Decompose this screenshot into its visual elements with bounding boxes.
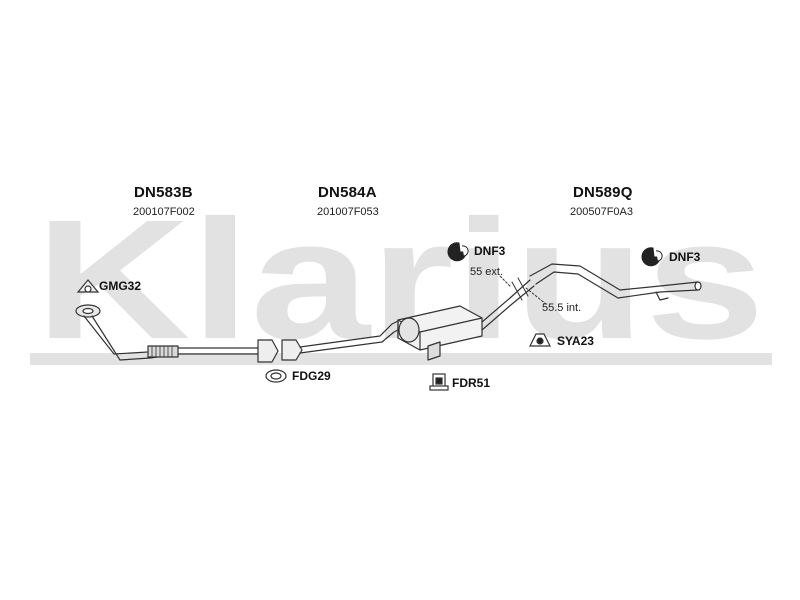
clamp-icon-left [447, 242, 469, 262]
clamp-icon-right [641, 247, 663, 267]
fdg-gasket-icon [265, 369, 287, 383]
middle-section [281, 279, 535, 361]
front-pipe [75, 304, 279, 363]
front-pipe-end-flange [257, 339, 279, 363]
flex-joint [147, 345, 179, 358]
label-sya23: SYA23 [557, 334, 594, 348]
label-gmg32: GMG32 [99, 279, 142, 293]
hanger-icon [529, 333, 551, 347]
gasket-icon [76, 279, 100, 293]
watermark-text: Klarius [35, 185, 765, 375]
section-code-dn589q: DN589Q [573, 184, 633, 201]
note-55-5-int: 55.5 int. [542, 302, 582, 314]
middle-start-flange [281, 339, 303, 361]
rubber-mount-icon [429, 373, 449, 391]
section-code-dn584a: DN584A [318, 184, 377, 201]
note-55-ext: 55 ext. [470, 266, 504, 278]
label-fdr51: FDR51 [452, 376, 491, 390]
label-dnf3-left: DNF3 [474, 244, 506, 258]
label-dnf3-right: DNF3 [669, 250, 701, 264]
section-ref-dn584a: 201007F053 [317, 206, 379, 218]
section-ref-dn589q: 200507F0A3 [570, 206, 633, 218]
label-fdg29: FDG29 [292, 369, 331, 383]
rear-pipe [529, 263, 702, 301]
section-code-dn583b: DN583B [134, 184, 193, 201]
section-ref-dn583b: 200107F002 [133, 206, 195, 218]
joint-marks [499, 275, 547, 305]
